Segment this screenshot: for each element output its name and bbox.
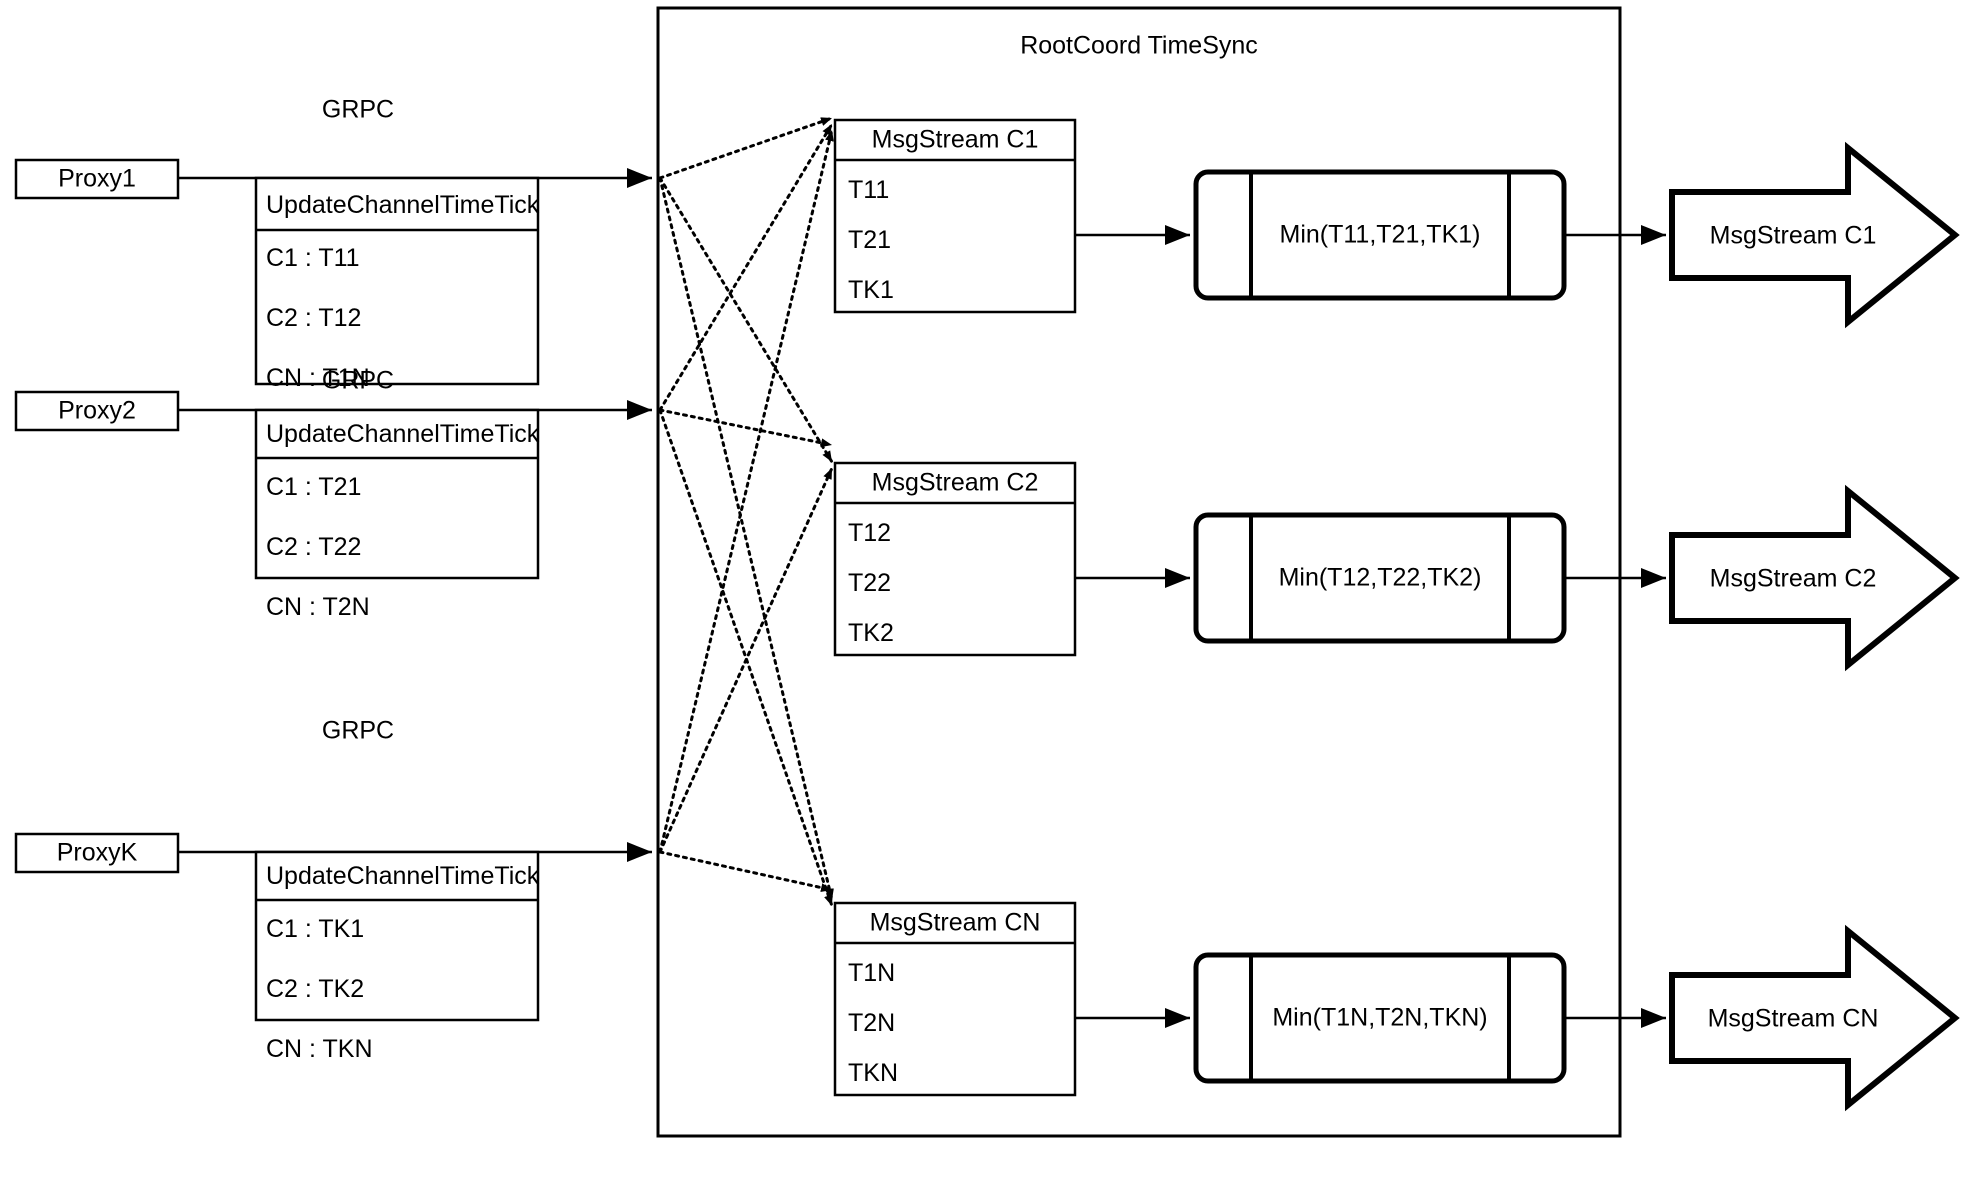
rpc-row-2-1: C2 : T22 (266, 533, 362, 561)
dispatch-fan (658, 116, 834, 908)
output-label-3: MsgStream CN (1707, 1004, 1879, 1033)
fan-line-p1-c1 (658, 116, 834, 180)
msgstream-tick-1-2: TK1 (848, 276, 894, 304)
rpc-box-1 (254, 176, 540, 386)
rpc-header-3: UpdateChannelTimeTick (266, 862, 540, 890)
fan-line-p2-c2 (658, 408, 834, 448)
fan-line-p3-c1 (658, 128, 834, 854)
msgstream-box-1 (833, 118, 1077, 314)
rpc-row-3-1: C2 : TK2 (266, 975, 365, 1003)
rpc-box-3 (254, 850, 540, 1022)
fan-line-p2-c1 (658, 122, 834, 412)
msgstream-tick-3-0: T1N (848, 959, 896, 987)
min-label-3: Min(T1N,T2N,TKN) (1272, 1003, 1488, 1032)
fan-line-p3-cn (658, 850, 834, 893)
msgstream-tick-2-0: T12 (848, 519, 892, 547)
grpc-label-3: GRPC (321, 716, 395, 745)
proxy-box-2 (14, 390, 180, 432)
proxy-box-3 (14, 832, 180, 874)
rpc-row-1-0: C1 : T11 (266, 244, 360, 272)
fan-line-p2-cn (658, 408, 834, 908)
rpc-header-2: UpdateChannelTimeTick (266, 420, 540, 448)
grpc-label-1: GRPC (321, 95, 395, 124)
msgstream-tick-3-1: T2N (848, 1009, 896, 1037)
proxy-label-1: Proxy1 (58, 164, 136, 193)
msgstream-box-3 (833, 901, 1077, 1097)
output-block-arrow-2 (1669, 484, 1960, 672)
output-label-2: MsgStream C2 (1709, 564, 1877, 593)
fan-line-p3-c2 (658, 466, 834, 854)
container-title: RootCoord TimeSync (1020, 31, 1258, 60)
rpc-row-2-0: C1 : T21 (266, 473, 362, 501)
msgstream-box-2 (833, 461, 1077, 657)
msgstream-title-2: MsgStream C2 (871, 468, 1039, 497)
msgstream-tick-2-1: T22 (848, 569, 892, 597)
rpc-row-1-1: C2 : T12 (266, 304, 362, 332)
output-block-arrow-3 (1669, 924, 1960, 1112)
msgstream-title-1: MsgStream C1 (871, 125, 1039, 154)
proxy-box-1 (14, 158, 180, 200)
output-label-1: MsgStream C1 (1709, 221, 1877, 250)
output-block-arrow-1 (1669, 141, 1960, 329)
msgstream-tick-3-2: TKN (848, 1059, 898, 1087)
msgstream-tick-2-2: TK2 (848, 619, 894, 647)
msgstream-title-3: MsgStream CN (869, 908, 1041, 937)
grpc-label-2: GRPC (321, 366, 395, 395)
msgstream-tick-1-1: T21 (848, 226, 892, 254)
fan-line-p1-cn (658, 176, 834, 902)
rpc-row-3-0: C1 : TK1 (266, 915, 365, 943)
rpc-header-1: UpdateChannelTimeTick (266, 191, 540, 219)
rpc-row-2-2: CN : T2N (266, 593, 370, 621)
min-label-2: Min(T12,T22,TK2) (1278, 563, 1482, 592)
rpc-row-3-2: CN : TKN (266, 1035, 373, 1063)
proxy-label-3: ProxyK (56, 838, 138, 867)
rpc-box-2 (254, 408, 540, 580)
min-label-1: Min(T11,T21,TK1) (1279, 220, 1481, 249)
fan-line-p1-c2 (658, 176, 834, 464)
proxy-label-2: Proxy2 (58, 396, 136, 425)
rpc-row-1-2: CN : T1N (266, 364, 370, 392)
msgstream-tick-1-0: T11 (848, 176, 890, 204)
